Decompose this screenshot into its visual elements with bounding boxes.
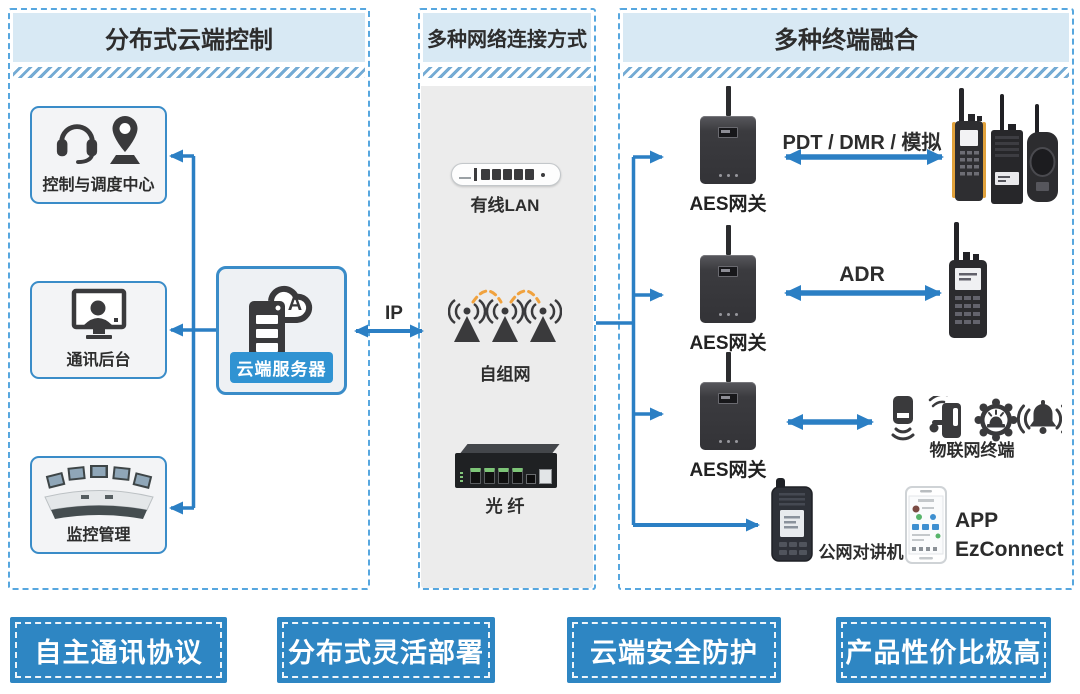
aes-gateway-3: AES网关	[683, 352, 773, 482]
panel-title-text: 多种网络连接方式	[427, 29, 587, 51]
antenna	[725, 225, 731, 255]
banner-protocol: 自主通讯协议	[10, 617, 227, 683]
banner-label: 自主通讯协议	[34, 637, 203, 668]
cloud-letter: A	[288, 293, 302, 315]
cloud-server-label: 云端服务器	[230, 352, 333, 383]
headset-icon	[56, 123, 98, 164]
banner-label: 产品性价比极高	[845, 637, 1042, 668]
iot-terminals-icons	[891, 396, 1062, 442]
sfp-port	[526, 474, 537, 484]
gateway-label: AES网关	[689, 460, 767, 481]
comm-backend-icons	[71, 283, 127, 346]
mesh-network-label: 自组网	[479, 365, 531, 384]
app-label-line2: EzConnect	[955, 538, 1064, 561]
banner-label: 分布式灵活部署	[288, 637, 484, 668]
gateway-label: AES网关	[689, 194, 767, 215]
cloud-server-icon: A	[249, 285, 313, 357]
pdt-dmr-link-label: PDT / DMR / 模拟	[782, 132, 942, 154]
fiber-port	[470, 468, 482, 484]
router-led	[541, 172, 545, 177]
app-label: APP EzConnect	[955, 506, 1064, 564]
hatch-divider	[13, 67, 365, 78]
dispatch-center-box: 控制与调度中心	[30, 106, 167, 204]
banner-label: 云端安全防护	[590, 637, 758, 668]
alarm-bell-icon	[1016, 400, 1062, 434]
gateway-device-image	[700, 116, 756, 184]
fiber-label: 光 纤	[485, 497, 525, 516]
router-logo	[459, 171, 471, 179]
monitor-operator-icon	[71, 288, 126, 339]
router-separator	[474, 168, 477, 181]
node-label: 控制与调度中心	[42, 177, 155, 194]
mesh-arc	[509, 289, 541, 304]
router-port	[503, 169, 512, 180]
fiber-switch-body	[455, 453, 557, 488]
hatch-divider	[623, 67, 1069, 78]
gateway-leds	[700, 174, 756, 177]
adr-link-label: ADR	[839, 263, 885, 286]
poc-radio-image	[771, 478, 813, 562]
panel-title-text: 多种终端融合	[774, 27, 918, 54]
pdt-radios-image	[952, 88, 1058, 204]
banner-deployment: 分布式灵活部署	[277, 617, 495, 683]
alarm-siren-icon	[974, 398, 1018, 442]
fiber-port	[498, 468, 510, 484]
wired-lan-router-image	[451, 163, 561, 186]
fiber-switch-leds	[460, 472, 463, 482]
panel-cloud-control-title: 分布式云端控制	[13, 13, 365, 62]
aes-gateway-2: AES网关	[683, 225, 773, 355]
antenna	[725, 86, 731, 116]
uplink-port	[539, 469, 552, 484]
panel-title-text: 分布式云端控制	[105, 27, 273, 54]
aes-gateway-1: AES网关	[683, 86, 773, 216]
cloud-server-box: A 云端服务器	[216, 266, 347, 395]
smart-lock-icon	[928, 396, 961, 438]
mesh-network-icon	[448, 289, 562, 342]
mesh-arc	[471, 289, 503, 304]
node-label: 监控管理	[66, 527, 131, 544]
banner-security: 云端安全防护	[567, 617, 781, 683]
banner-value: 产品性价比极高	[836, 617, 1051, 683]
panel-network-title: 多种网络连接方式	[423, 13, 591, 62]
ip-link-label: IP	[385, 303, 403, 324]
fiber-port	[484, 468, 496, 484]
gateway-screen	[718, 266, 738, 277]
monitoring-box: 监控管理	[30, 456, 167, 554]
comm-backend-box: 通讯后台	[30, 281, 167, 379]
monitoring-icons	[43, 458, 155, 521]
app-phone-image	[905, 486, 947, 564]
gateway-device-image	[700, 382, 756, 450]
router-port	[514, 169, 523, 180]
hatch-divider	[423, 67, 591, 78]
antenna	[725, 352, 731, 382]
wired-lan-label: 有线LAN	[470, 196, 540, 215]
dispatch-center-icons	[54, 108, 143, 171]
app-label-line1: APP	[955, 509, 999, 532]
poc-radio-label: 公网对讲机	[818, 543, 904, 562]
fiber-switch-top	[460, 444, 560, 453]
router-port	[525, 169, 534, 180]
gateway-screen	[718, 127, 738, 138]
panel-terminals-title: 多种终端融合	[623, 13, 1069, 62]
gateway-label: AES网关	[689, 333, 767, 354]
router-port	[492, 169, 501, 180]
gateway-device-image	[700, 255, 756, 323]
fiber-port	[512, 468, 524, 484]
gateway-leds	[700, 313, 756, 316]
location-pin-icon	[110, 115, 140, 164]
node-label: 通讯后台	[66, 352, 131, 369]
router-port	[481, 169, 490, 180]
iot-terminals-label: 物联网终端	[929, 441, 1015, 460]
adr-radio-image	[949, 222, 987, 338]
gateway-screen	[718, 393, 738, 404]
sensor-beacon-icon	[891, 396, 915, 441]
control-room-image	[43, 464, 154, 519]
fiber-switch-image	[455, 444, 560, 488]
gateway-leds	[700, 440, 756, 443]
